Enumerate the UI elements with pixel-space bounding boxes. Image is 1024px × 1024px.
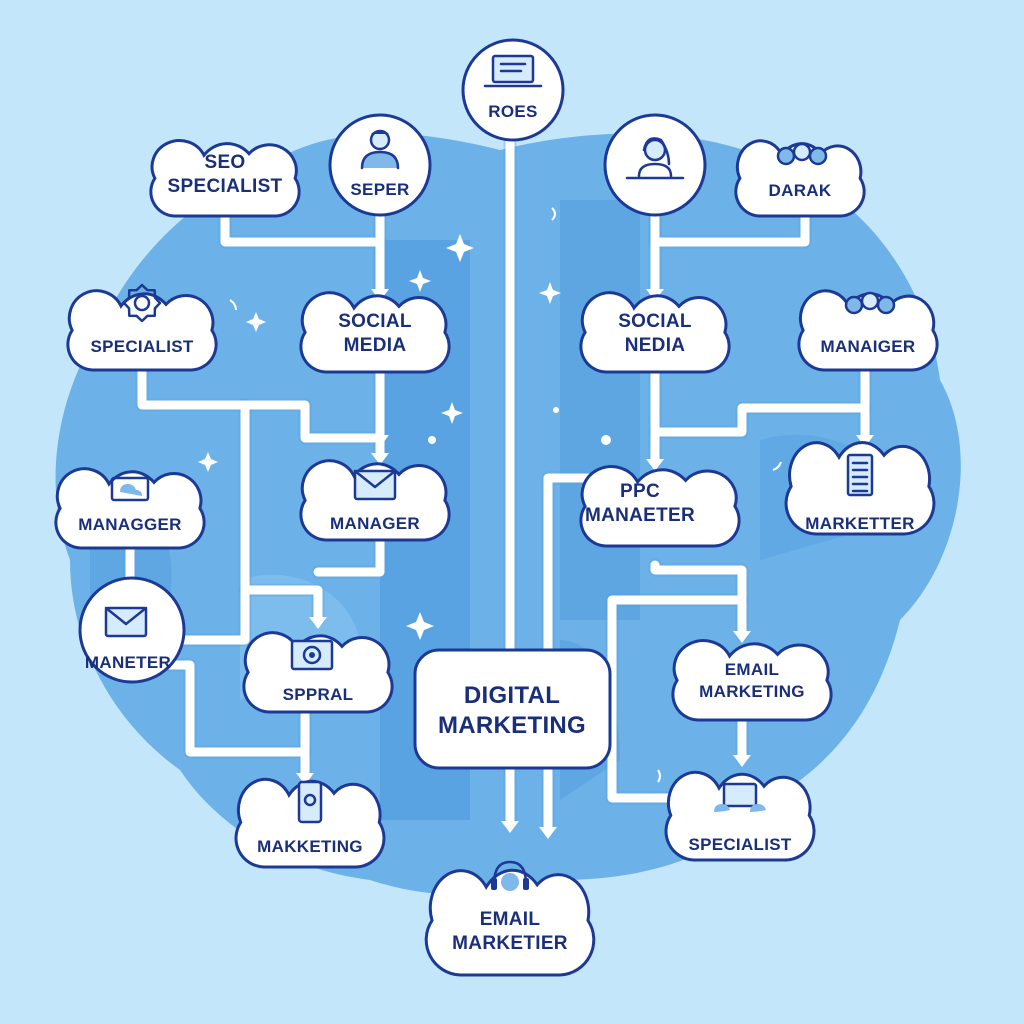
- node-marketter: MARKETTER: [784, 441, 936, 536]
- node-label: SOCIAL: [338, 311, 412, 332]
- node-label: NEDIA: [625, 335, 686, 356]
- connector-line: [137, 367, 385, 443]
- node-label: SPPRAL: [283, 685, 354, 704]
- node-maneter: MANETER: [78, 576, 186, 684]
- node-cloud: [579, 465, 741, 548]
- connector-line: [165, 585, 250, 645]
- node-managger: MANAGGER: [54, 467, 206, 550]
- phone-icon: [297, 780, 323, 824]
- node-label: EMAIL: [480, 909, 541, 930]
- node-seper: SEPER: [328, 113, 432, 217]
- gear-icon: [122, 283, 162, 323]
- node-cloud: [424, 868, 596, 977]
- node-label: MANETER: [85, 653, 171, 672]
- node-email-marketier: EMAIL MARKETIER: [424, 860, 596, 977]
- node-label: MARKETIER: [452, 933, 568, 954]
- node-specialist-left: SPECIALIST: [66, 283, 218, 372]
- node-email-marketing: EMAIL MARKETING: [671, 639, 833, 722]
- node-label: MANAGGER: [78, 515, 181, 534]
- nodes: ROES SEO SPECIALIST SEPER DARAK SPECIALIST SOC…: [54, 38, 939, 977]
- node-managier: MANAIGER: [797, 289, 939, 372]
- node-cloud: [671, 639, 833, 722]
- node-makketing: MAKKETING: [234, 777, 386, 869]
- document-icon: [846, 453, 874, 497]
- node-label: MARKETING: [438, 712, 586, 739]
- node-sppral: SPPRAL: [242, 631, 394, 714]
- node-label: SOCIAL: [618, 311, 692, 332]
- node-cloud: [579, 291, 731, 374]
- node-box: [413, 648, 612, 770]
- connector-line: [313, 535, 385, 577]
- connector-line: [607, 595, 747, 803]
- connector-line: [650, 367, 870, 437]
- node-darak: DARAK: [734, 139, 866, 218]
- arrowhead: [371, 435, 389, 447]
- node-label: SPECIALIST: [688, 835, 791, 854]
- arrowhead: [501, 821, 519, 833]
- person-at-desk-icon: [625, 137, 685, 180]
- node-label: MARKETING: [699, 682, 805, 701]
- cloud-laptop-icon: [110, 476, 150, 502]
- node-label: MAKKETING: [257, 837, 363, 856]
- node-label: SPECIALIST: [168, 176, 283, 197]
- person-icon: [360, 129, 400, 170]
- node-cloud: [149, 139, 301, 218]
- connector-line: [240, 400, 323, 625]
- node-cloud: [299, 291, 451, 374]
- photo-icon: [290, 639, 334, 671]
- node-specialist-right: SPECIALIST: [664, 770, 816, 862]
- node-cloud: [299, 459, 451, 542]
- node-roes: ROES: [461, 38, 565, 142]
- arrowhead: [646, 459, 664, 471]
- node-person-desk: [603, 113, 707, 217]
- node-label: SEO: [204, 152, 245, 173]
- node-social-nedia: SOCIAL NEDIA: [579, 291, 731, 374]
- node-label: MANAGER: [330, 514, 420, 533]
- node-label: SEPER: [350, 180, 409, 199]
- laptop-icon: [483, 54, 543, 88]
- node-cloud: [664, 770, 816, 862]
- node-social-media: SOCIAL MEDIA: [299, 291, 451, 374]
- envelope-icon: [104, 606, 148, 638]
- node-manager-center: MANAGER: [299, 459, 451, 542]
- arrowhead: [371, 453, 389, 465]
- node-seo-specialist: SEO SPECIALIST: [149, 139, 301, 218]
- node-digital-marketing: DIGITAL MARKETING: [413, 648, 612, 770]
- node-label: MANAETER: [585, 505, 695, 526]
- laptop-cloud-icon: [714, 782, 766, 812]
- arrowhead: [539, 827, 557, 839]
- gears-icon: [844, 291, 896, 315]
- node-label: SPECIALIST: [90, 337, 193, 356]
- node-label: DARAK: [769, 181, 832, 200]
- envelope-icon: [353, 469, 397, 501]
- node-circle: [461, 38, 565, 142]
- node-label: ROES: [488, 102, 537, 121]
- node-cloud: [54, 467, 206, 550]
- node-label: EMAIL: [725, 660, 779, 679]
- node-label: MANAIGER: [821, 337, 916, 356]
- gears-icon: [776, 142, 828, 166]
- connector-line: [165, 660, 310, 780]
- sparkle-icons: [198, 207, 782, 783]
- node-cloud: [242, 631, 394, 714]
- node-label: MEDIA: [344, 335, 407, 356]
- arrowhead: [309, 617, 327, 629]
- arrowhead: [733, 755, 751, 767]
- arrowhead: [296, 773, 314, 785]
- node-label: PPC: [620, 481, 660, 502]
- node-ppc-maneter: PPC MANAETER: [579, 465, 741, 548]
- node-label: MARKETTER: [805, 514, 914, 533]
- arrowhead: [733, 631, 751, 643]
- arrowhead: [856, 435, 874, 447]
- node-label: DIGITAL: [464, 682, 560, 709]
- node-cloud: [734, 139, 866, 218]
- headset-icon: [491, 860, 529, 891]
- node-cloud: [66, 289, 218, 372]
